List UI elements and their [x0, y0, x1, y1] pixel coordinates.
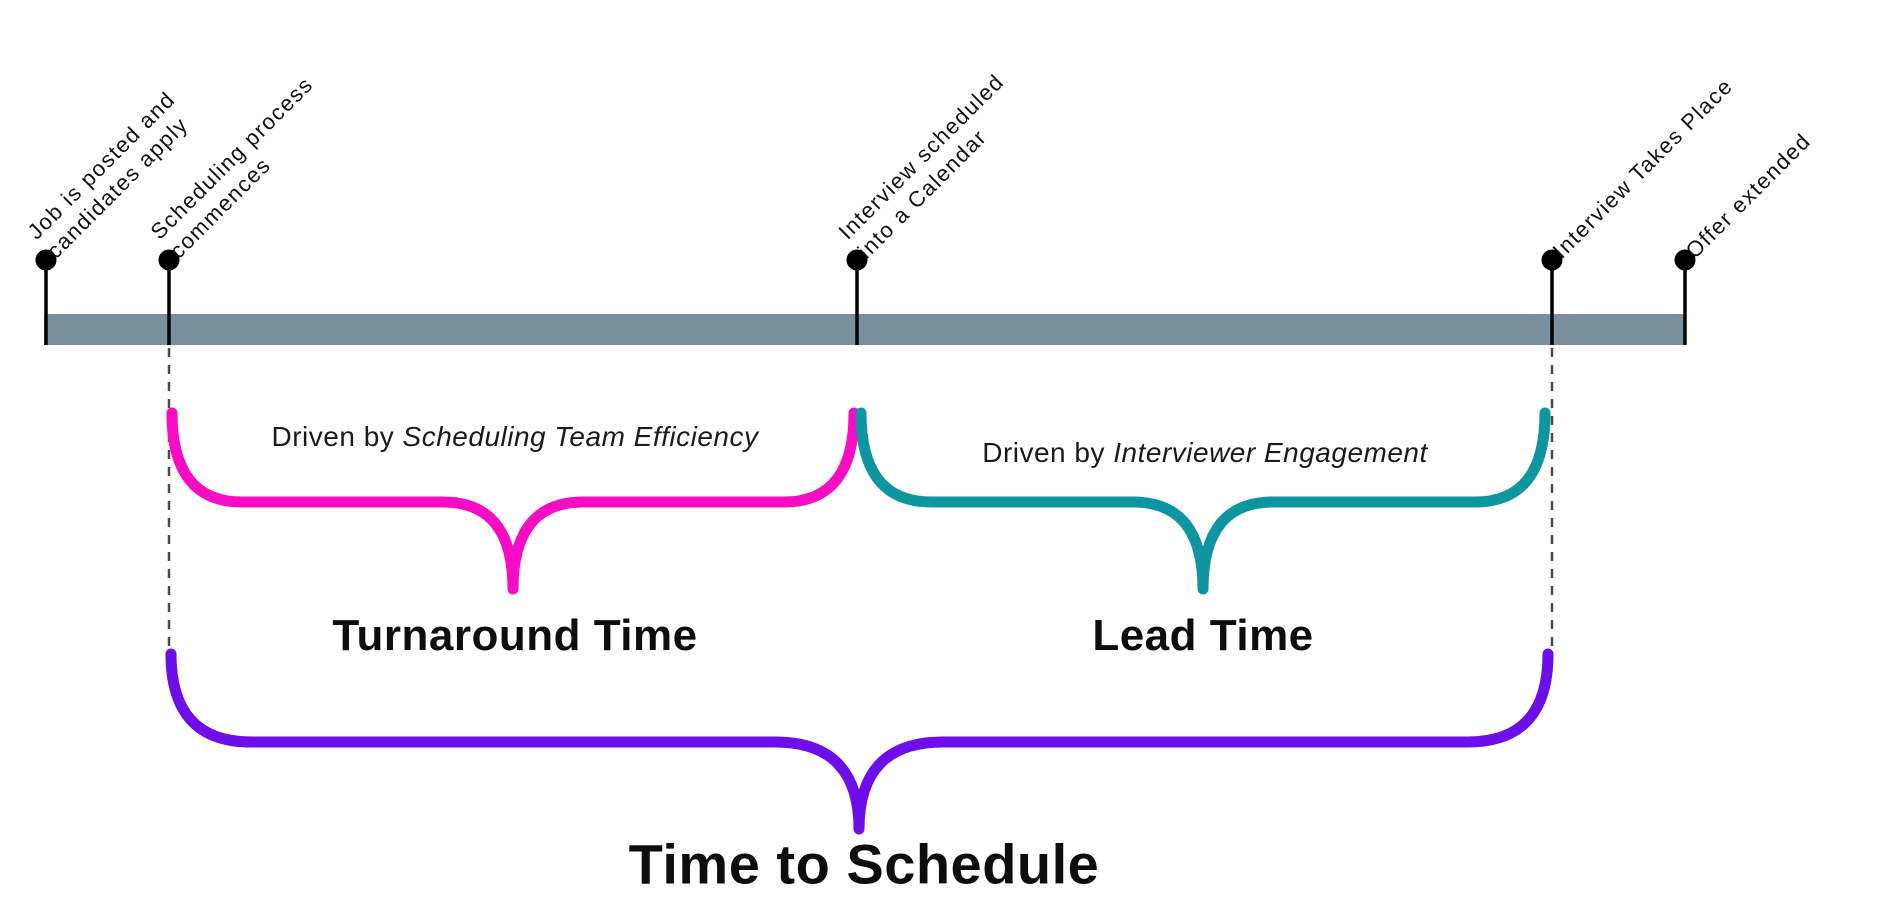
total-brace	[165, 648, 1554, 835]
turnaround-driver-label: Driven by Scheduling Team Efficiency	[272, 421, 759, 453]
milestone-dot-scheduling-commences	[158, 249, 180, 271]
turnaround-brace	[166, 407, 860, 595]
driver-name: Interviewer Engagement	[1113, 437, 1428, 468]
time-to-schedule-title: Time to Schedule	[628, 832, 1100, 896]
lead-driver-label: Driven by Interviewer Engagement	[982, 437, 1428, 469]
lead-brace	[855, 407, 1551, 595]
milestone-dot-job-posted	[35, 249, 57, 271]
turnaround-time-title: Turnaround Time	[332, 611, 698, 660]
milestone-dot-offer-extended	[1674, 249, 1696, 271]
driver-prefix: Driven by	[982, 437, 1114, 468]
driver-prefix: Driven by	[271, 421, 403, 452]
timeline-bar	[44, 314, 1686, 345]
lead-time-title: Lead Time	[1092, 611, 1314, 660]
driver-name: Scheduling Team Efficiency	[402, 421, 759, 452]
milestone-dot-interview-takes-place	[1541, 249, 1563, 271]
milestone-dot-interview-scheduled	[846, 249, 868, 271]
